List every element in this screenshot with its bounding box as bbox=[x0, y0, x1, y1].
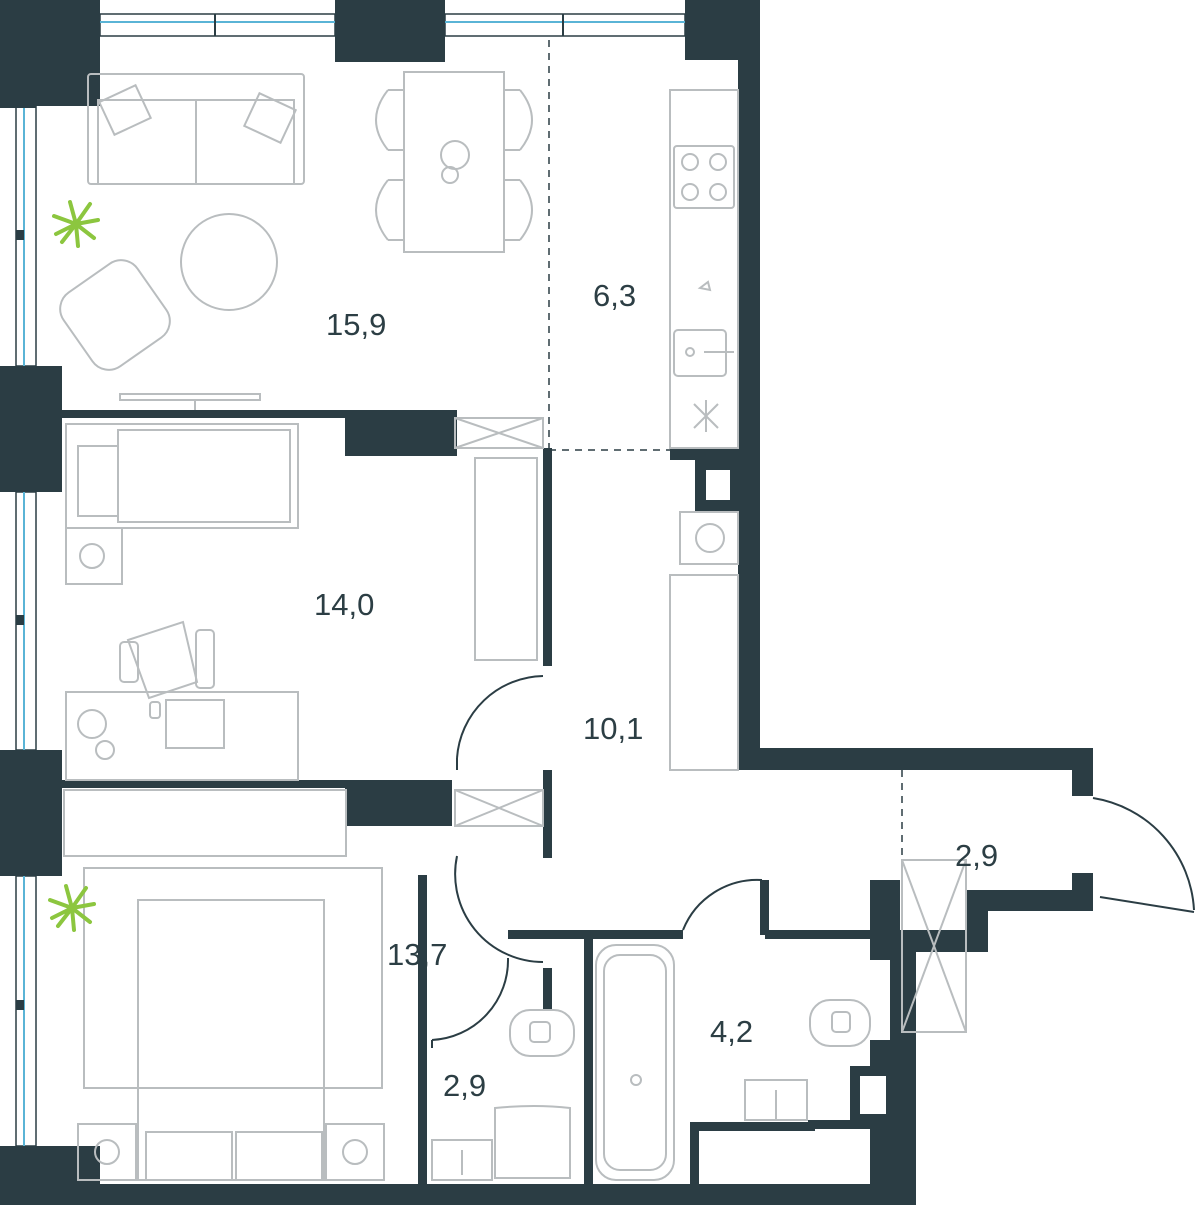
storage bbox=[63, 417, 967, 1033]
room-area-bedroom2: 13,7 bbox=[387, 937, 447, 972]
doors bbox=[431, 675, 1195, 1048]
bedroom1-furniture bbox=[65, 423, 299, 781]
zone-dividers bbox=[548, 40, 903, 890]
room-area-hall: 10,1 bbox=[583, 711, 643, 746]
room-area-living: 15,9 bbox=[326, 307, 386, 342]
bedroom2-furniture bbox=[77, 867, 385, 1181]
bathroom-fixtures bbox=[431, 944, 871, 1181]
walls bbox=[0, 0, 1093, 1205]
room-area-bath2: 4,2 bbox=[710, 1014, 753, 1049]
room-area-bedroom1: 14,0 bbox=[314, 587, 374, 622]
living-furniture bbox=[59, 71, 533, 410]
room-area-balcony: 2,9 bbox=[955, 838, 998, 873]
kitchen-furniture bbox=[669, 89, 739, 565]
room-area-bath1: 2,9 bbox=[443, 1068, 486, 1103]
plant-icon bbox=[48, 200, 100, 932]
area-labels: 15,9 6,3 14,0 10,1 13,7 2,9 4,2 2,9 bbox=[314, 278, 998, 1103]
room-area-kitchen: 6,3 bbox=[593, 278, 636, 313]
